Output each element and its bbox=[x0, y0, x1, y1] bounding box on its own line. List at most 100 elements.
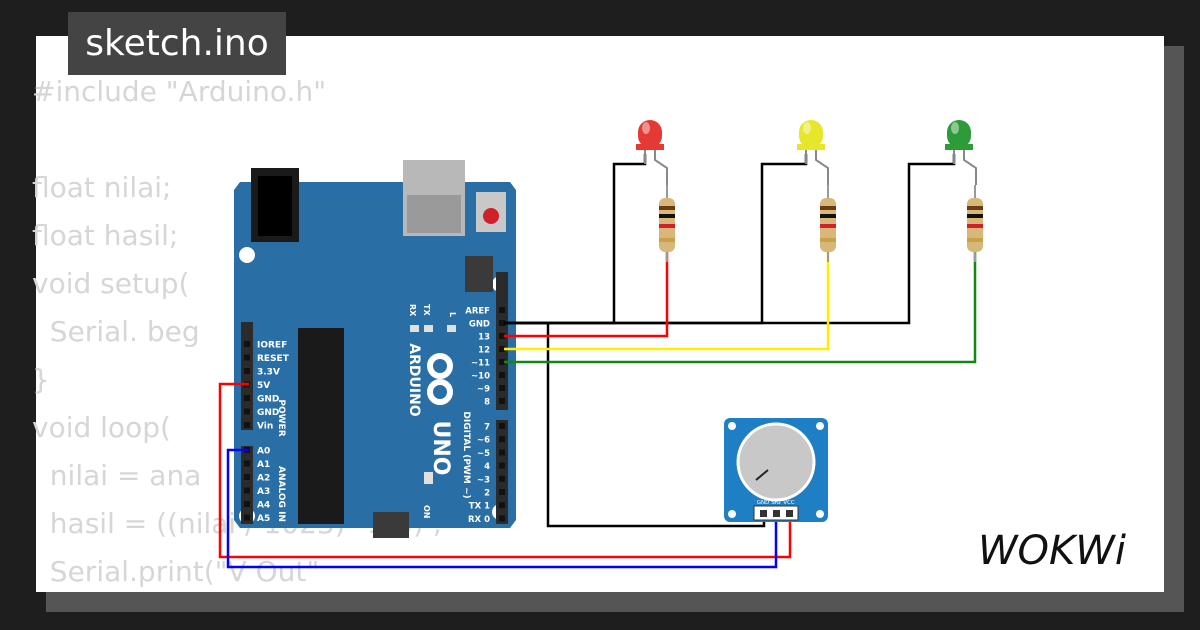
wokwi-logo: WOKWi bbox=[978, 528, 1126, 574]
l-led-label: L bbox=[448, 312, 457, 317]
pin-label: 3.3V bbox=[257, 368, 280, 378]
wire-led-green-gnd bbox=[504, 154, 956, 325]
file-tab[interactable]: sketch.ino bbox=[68, 12, 286, 75]
header-pin[interactable] bbox=[499, 475, 505, 482]
pot-knob[interactable] bbox=[736, 422, 816, 502]
pin-label: 13 bbox=[478, 333, 490, 343]
header-pin[interactable] bbox=[499, 333, 505, 339]
code-line: } bbox=[32, 363, 50, 396]
code-line: Serial. beg bbox=[32, 315, 200, 348]
header-pin[interactable] bbox=[244, 460, 250, 467]
header-pin[interactable] bbox=[499, 489, 505, 495]
pin-label: 12 bbox=[478, 346, 490, 356]
model-label: UNO bbox=[428, 421, 453, 476]
code-line: void loop( bbox=[32, 411, 171, 444]
resistor[interactable] bbox=[659, 185, 675, 262]
arduino-logo bbox=[427, 353, 453, 405]
pin-label: A4 bbox=[257, 501, 270, 511]
header-pin[interactable] bbox=[244, 395, 250, 401]
header-pin[interactable] bbox=[499, 436, 505, 443]
header-pin[interactable] bbox=[499, 502, 505, 509]
atmega-chip bbox=[298, 328, 344, 524]
wire-d11 bbox=[504, 250, 977, 364]
header-pin[interactable] bbox=[499, 462, 505, 469]
header-pin[interactable] bbox=[244, 408, 250, 415]
icsp-header bbox=[465, 256, 493, 292]
digital-label: DIGITAL (PWM ~) bbox=[461, 411, 471, 498]
pin-label: A2 bbox=[257, 474, 270, 484]
led-yellow[interactable] bbox=[797, 120, 829, 185]
wire-d12 bbox=[504, 250, 830, 351]
resistor[interactable] bbox=[820, 185, 836, 262]
header-pin[interactable] bbox=[244, 487, 250, 494]
header-pin[interactable] bbox=[499, 307, 505, 313]
pot-pin-label: SIG bbox=[771, 500, 780, 506]
pin-label: GND bbox=[257, 395, 279, 405]
pin-label: AREF bbox=[465, 307, 490, 317]
analog-header bbox=[241, 446, 253, 524]
wire-a0 bbox=[226, 448, 778, 569]
tx-led-label: TX bbox=[422, 304, 431, 316]
header-pin[interactable] bbox=[244, 368, 250, 374]
header-pin[interactable] bbox=[499, 515, 505, 522]
code-line: void setup( bbox=[32, 267, 190, 300]
header-pin[interactable] bbox=[499, 359, 505, 365]
pin-label: A1 bbox=[257, 460, 270, 470]
header-pin[interactable] bbox=[499, 372, 505, 378]
pin-label: Vin bbox=[257, 422, 273, 432]
brand-label: ARDUINO bbox=[406, 343, 422, 417]
pin-label: A0 bbox=[257, 447, 270, 457]
header-pin[interactable] bbox=[244, 514, 250, 521]
header-pin[interactable] bbox=[499, 385, 505, 391]
wire-5v bbox=[218, 382, 792, 559]
wokwi-logo-text: WOKWi bbox=[978, 528, 1126, 574]
code-line: nilai = ana bbox=[32, 459, 202, 492]
power-header bbox=[241, 322, 253, 430]
header-pin[interactable] bbox=[244, 354, 250, 361]
resistor[interactable] bbox=[967, 185, 983, 262]
pot-pin-label: GND bbox=[757, 500, 770, 506]
led-red[interactable] bbox=[636, 120, 668, 185]
header-pin[interactable] bbox=[499, 423, 505, 429]
pin-label: GND bbox=[257, 408, 279, 418]
pin-label: A3 bbox=[257, 487, 270, 497]
wire-led-red-gnd bbox=[504, 154, 647, 325]
pin-label: ~11 bbox=[471, 359, 490, 369]
pin-label: 4 bbox=[484, 462, 490, 472]
header-pin[interactable] bbox=[244, 501, 250, 507]
code-line: Serial.print("V Out" bbox=[32, 555, 320, 588]
pin-label: 7 bbox=[484, 423, 490, 433]
header-pin[interactable] bbox=[244, 341, 250, 347]
led-green[interactable] bbox=[945, 120, 977, 185]
pin-label: ~10 bbox=[471, 372, 490, 382]
header-pin[interactable] bbox=[499, 320, 505, 326]
power-label: POWER bbox=[276, 399, 286, 436]
code-preview: #include "Arduino.h"float nilai;float ha… bbox=[32, 68, 442, 596]
pin-label: ~3 bbox=[477, 475, 490, 485]
pin-label: ~5 bbox=[477, 449, 490, 459]
pin-label: A5 bbox=[257, 514, 270, 524]
pin-label: 2 bbox=[484, 489, 490, 499]
pin-label: ~6 bbox=[477, 436, 490, 446]
pot-pin-label: VCC bbox=[783, 500, 795, 506]
arduino-uno-board[interactable]: ARDUINO UNO DIGITAL (PWM ~) POWER ANALOG… bbox=[234, 160, 516, 538]
header-pin[interactable] bbox=[244, 422, 250, 428]
header-pin[interactable] bbox=[499, 449, 505, 456]
pin-label: 8 bbox=[484, 398, 490, 408]
digital-header-low bbox=[496, 420, 508, 524]
pin-label: ~9 bbox=[477, 385, 490, 395]
code-line: float hasil; bbox=[32, 219, 179, 252]
on-label: ON bbox=[422, 505, 431, 519]
header-pin[interactable] bbox=[244, 474, 250, 480]
wire-d13 bbox=[504, 250, 669, 338]
wire-led-yellow-gnd bbox=[504, 154, 808, 325]
pin-label: IOREF bbox=[257, 341, 287, 351]
pin-label: TX 1 bbox=[469, 502, 490, 512]
pin-label: RESET bbox=[257, 354, 290, 364]
rx-led-label: RX bbox=[408, 304, 417, 317]
header-pin[interactable] bbox=[499, 398, 505, 404]
code-line: #include "Arduino.h" bbox=[32, 75, 327, 108]
header-pin[interactable] bbox=[499, 346, 505, 352]
